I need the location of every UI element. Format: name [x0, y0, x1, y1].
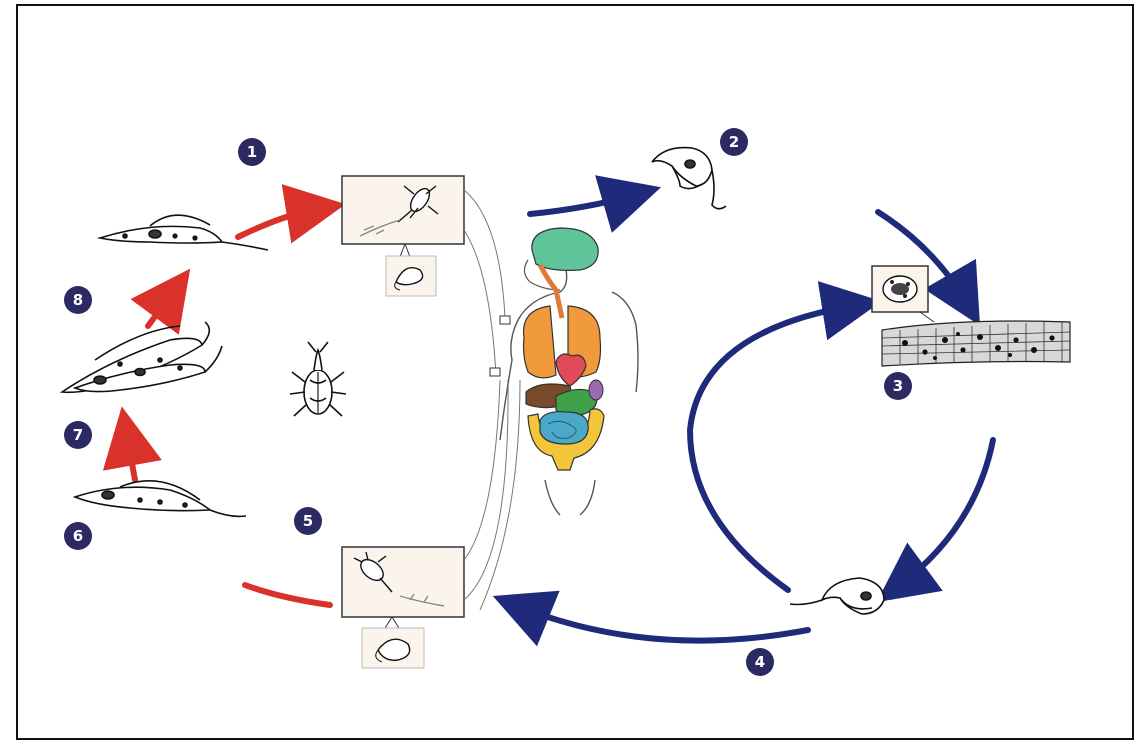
arrow-bite-to-2 [530, 194, 638, 214]
triatomine-bug-icon [290, 342, 346, 416]
arrow-3-to-4 [896, 440, 993, 588]
step-6-marker: 6 [64, 522, 92, 550]
kidney-organ [589, 380, 603, 400]
step-2-marker: 2 [720, 128, 748, 156]
arrow-8-to-1 [148, 288, 176, 326]
heart-organ [556, 354, 586, 386]
step-3-marker: 3 [884, 372, 912, 400]
step-1-marker: 1 [238, 138, 266, 166]
epimastigote-cluster-icon [62, 322, 222, 392]
epimastigote-icon [75, 481, 246, 517]
arrow-5-to-6 [245, 585, 330, 605]
arrow-7-to-8 [126, 430, 135, 480]
lungs-organ [524, 306, 557, 378]
step-7-marker: 7 [64, 421, 92, 449]
arrow-1-to-bite [238, 208, 322, 237]
step-4-marker: 4 [746, 648, 774, 676]
inset-connector-lines [464, 190, 520, 610]
trypomastigote-bloodstream-icon [652, 148, 726, 209]
arrow-4-to-3-loop [690, 305, 858, 590]
bite-inset-top [342, 176, 464, 296]
human-body-icon [490, 228, 638, 515]
amastigote-cell-icon [872, 266, 934, 322]
step-8-marker: 8 [64, 286, 92, 314]
trypomastigote-released-icon [790, 578, 884, 614]
muscle-tissue-icon [882, 321, 1070, 366]
bite-inset-bottom [342, 547, 464, 668]
arrow-4-to-5 [515, 605, 808, 641]
vector-cycle-arrows [126, 208, 330, 605]
small-intestine-organ [540, 412, 588, 444]
step-5-marker: 5 [294, 507, 322, 535]
